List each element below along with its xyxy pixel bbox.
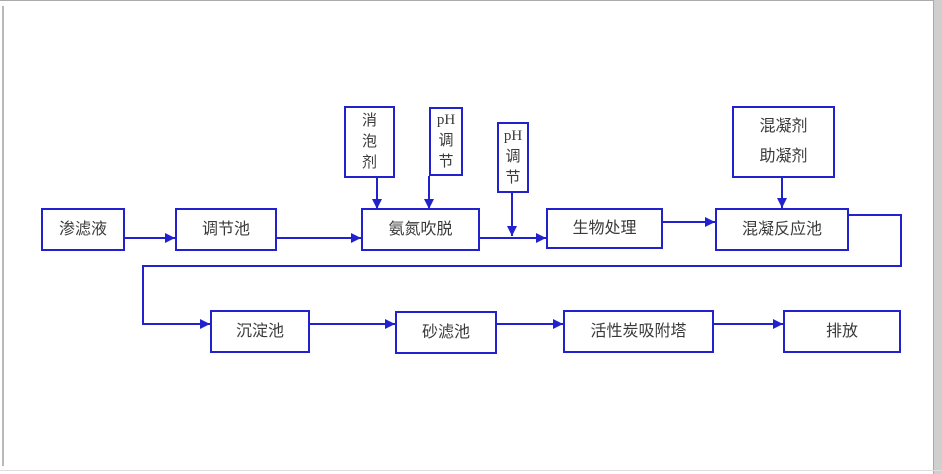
node-leachate: 渗滤液 (41, 208, 125, 251)
node-ammonia-stripping: 氨氮吹脱 (361, 208, 480, 251)
node-sand-filter: 砂滤池 (395, 311, 497, 354)
node-activated-carbon-tower: 活性炭吸附塔 (563, 310, 714, 353)
node-sedimentation-tank: 沉淀池 (210, 310, 310, 353)
node-coagulant: 混凝剂 助凝剂 (732, 106, 835, 178)
node-ph-adjust-2: pH 调 节 (497, 122, 529, 193)
node-biological-treatment: 生物处理 (546, 208, 663, 249)
page-border-left (2, 6, 4, 466)
node-defoamer: 消 泡 剂 (344, 106, 395, 178)
page-border-top (0, 0, 942, 1)
page-border-right (933, 0, 942, 474)
node-coagulation-reaction-tank: 混凝反应池 (715, 208, 849, 251)
node-discharge: 排放 (783, 310, 901, 353)
page-border-bottom (0, 470, 942, 471)
node-regulation-tank: 调节池 (175, 208, 277, 251)
node-ph-adjust-1: pH 调 节 (429, 107, 463, 176)
